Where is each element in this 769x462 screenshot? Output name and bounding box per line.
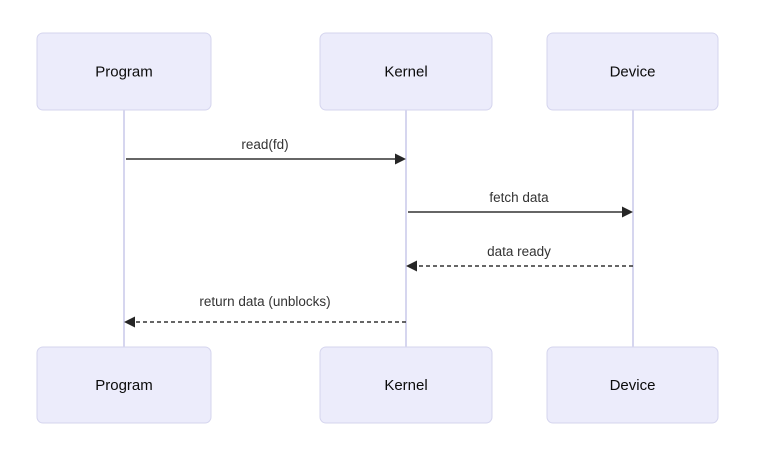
- actor-box-program-top[interactable]: [36, 32, 212, 111]
- actor-device-top[interactable]: Device: [546, 32, 719, 111]
- actor-kernel-bottom[interactable]: Kernel: [319, 346, 493, 424]
- messages-layer: read(fd) fetch data data ready return data …: [124, 137, 633, 328]
- actor-label-device-top: Device: [610, 63, 656, 80]
- actor-label-kernel-bottom: Kernel: [384, 377, 427, 394]
- actor-label-program-top: Program: [95, 63, 153, 80]
- actor-label-kernel-top: Kernel: [384, 63, 427, 80]
- message-arrowhead-fetch-data: [622, 206, 633, 218]
- message-label-read-fd: read(fd): [241, 137, 288, 152]
- actor-device-bottom[interactable]: Device: [546, 346, 719, 424]
- message-return-data[interactable]: return data (unblocks): [124, 294, 406, 328]
- actor-kernel-top[interactable]: Kernel: [319, 32, 493, 111]
- message-label-data-ready: data ready: [487, 244, 551, 259]
- actor-box-kernel-top[interactable]: [319, 32, 493, 111]
- actor-box-device-bottom[interactable]: [546, 346, 719, 424]
- actor-box-kernel-bottom[interactable]: [319, 346, 493, 424]
- actor-program-top[interactable]: Program: [36, 32, 212, 111]
- message-arrowhead-return-data: [124, 316, 135, 328]
- message-arrowhead-read-fd: [395, 153, 406, 165]
- actors-bottom-layer: Program Kernel Device: [36, 346, 719, 424]
- actor-box-program-bottom[interactable]: [36, 346, 212, 424]
- actor-box-device-top[interactable]: [546, 32, 719, 111]
- message-data-ready[interactable]: data ready: [406, 244, 633, 272]
- actor-label-program-bottom: Program: [95, 377, 153, 394]
- message-arrowhead-data-ready: [406, 260, 417, 272]
- actor-program-bottom[interactable]: Program: [36, 346, 212, 424]
- actors-top-layer: Program Kernel Device: [36, 32, 719, 111]
- actor-label-device-bottom: Device: [610, 377, 656, 394]
- message-read-fd[interactable]: read(fd): [126, 137, 406, 165]
- message-fetch-data[interactable]: fetch data: [408, 190, 633, 218]
- message-label-fetch-data: fetch data: [489, 190, 549, 205]
- message-label-return-data: return data (unblocks): [199, 294, 330, 309]
- lifelines-layer: [123, 110, 634, 347]
